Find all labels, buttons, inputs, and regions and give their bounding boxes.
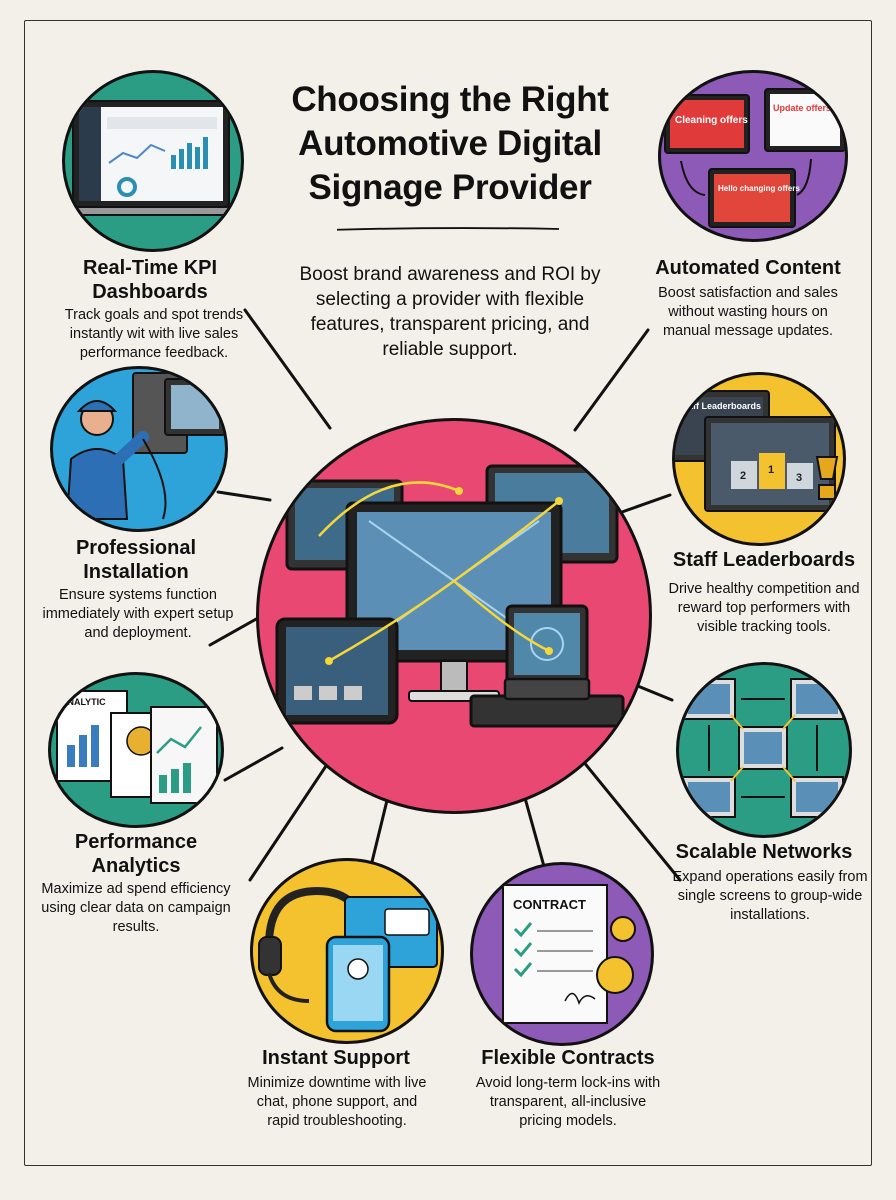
signage-devices-icon: [275, 464, 625, 728]
automated-content-heading: Automated Content: [648, 256, 848, 280]
support-heading-line: Instant Support: [262, 1047, 410, 1069]
automated-heading-line: Automated Content: [655, 257, 841, 279]
analytics-heading-line: Performance: [74, 831, 198, 853]
leaderboards-circle: Staff Leaderboards 2 1 3: [672, 372, 846, 546]
leaderboard-screen-icon: Staff Leaderboards 2 1 3: [675, 390, 839, 512]
analytics-label-text: ANALYTIC: [61, 697, 106, 707]
rank-text: 1: [768, 464, 774, 476]
installation-heading-line: Professional: [75, 537, 197, 559]
central-hub-circle: [256, 418, 652, 814]
automated-content-description: Boost satisfaction and sales without was…: [658, 285, 838, 339]
networks-description: Expand operations easily from single scr…: [672, 869, 868, 923]
contracts-circle: CONTRACT: [470, 862, 654, 1046]
leaderboards-description: Drive healthy competition and reward top…: [668, 581, 860, 635]
support-circle: [250, 858, 444, 1044]
contracts-heading-line: Flexible Contracts: [481, 1047, 655, 1069]
page-title: Choosing the Right Automotive Digital Si…: [240, 78, 660, 210]
headset-chat-icon: [258, 886, 438, 1033]
contract-document-icon: CONTRACT: [502, 884, 636, 1024]
automated-content-circle: Cleaning offers Update offers Hello chan…: [658, 70, 848, 242]
offer-screen-text: Hello changing offers: [718, 184, 800, 193]
kpi-heading-line: Real-Time KPI: [82, 257, 218, 279]
analytics-heading-line: Analytics: [91, 855, 181, 877]
installation-circle: [50, 366, 228, 532]
leaderboard-title-text: Staff Leaderboards: [679, 401, 761, 411]
installation-heading-line: Installation: [83, 561, 189, 583]
networks-heading-line: Scalable Networks: [675, 841, 853, 863]
contracts-heading: Flexible Contracts: [468, 1046, 668, 1070]
support-description: Minimize downtime with live chat, phone …: [247, 1075, 427, 1129]
screen-network-icon: [682, 678, 844, 818]
analytics-reports-icon: ANALYTIC: [56, 690, 218, 804]
networks-circle: [676, 662, 852, 838]
contract-label-text: CONTRACT: [513, 897, 586, 912]
rank-text: 2: [740, 470, 746, 482]
laptop-dashboard-icon: [65, 100, 241, 216]
title-line: Automotive Digital: [298, 124, 602, 163]
contracts-description: Avoid long-term lock-ins with transparen…: [475, 1075, 661, 1129]
offer-screens-icon: Cleaning offers Update offers Hello chan…: [664, 88, 845, 228]
technician-installing-icon: [65, 372, 225, 520]
title-line: Signage Provider: [308, 168, 592, 207]
kpi-dashboards-heading: Real-Time KPI Dashboards: [50, 256, 250, 304]
page-frame: [24, 20, 872, 1166]
kpi-dashboards-circle: [62, 70, 244, 252]
title-underline: [336, 227, 560, 231]
leaderboards-heading: Staff Leaderboards: [664, 548, 864, 572]
kpi-heading-line: Dashboards: [92, 281, 208, 303]
kpi-dashboards-description: Track goals and spot trends instantly wi…: [64, 307, 244, 361]
analytics-heading: Performance Analytics: [36, 830, 236, 878]
leaderboards-heading-line: Staff Leaderboards: [672, 549, 856, 571]
networks-heading: Scalable Networks: [664, 840, 864, 864]
analytics-circle: ANALYTIC: [48, 672, 224, 828]
installation-description: Ensure systems function immediately with…: [42, 587, 234, 641]
rank-text: 3: [796, 472, 802, 484]
offer-screen-text: Cleaning offers: [675, 115, 748, 126]
analytics-description: Maximize ad spend efficiency using clear…: [41, 881, 231, 935]
offer-screen-text: Update offers: [773, 103, 831, 113]
intro-text: Boost brand awareness and ROI by selecti…: [299, 264, 601, 360]
installation-heading: Professional Installation: [36, 536, 236, 584]
support-heading: Instant Support: [236, 1046, 436, 1070]
title-line: Choosing the Right: [291, 80, 609, 119]
